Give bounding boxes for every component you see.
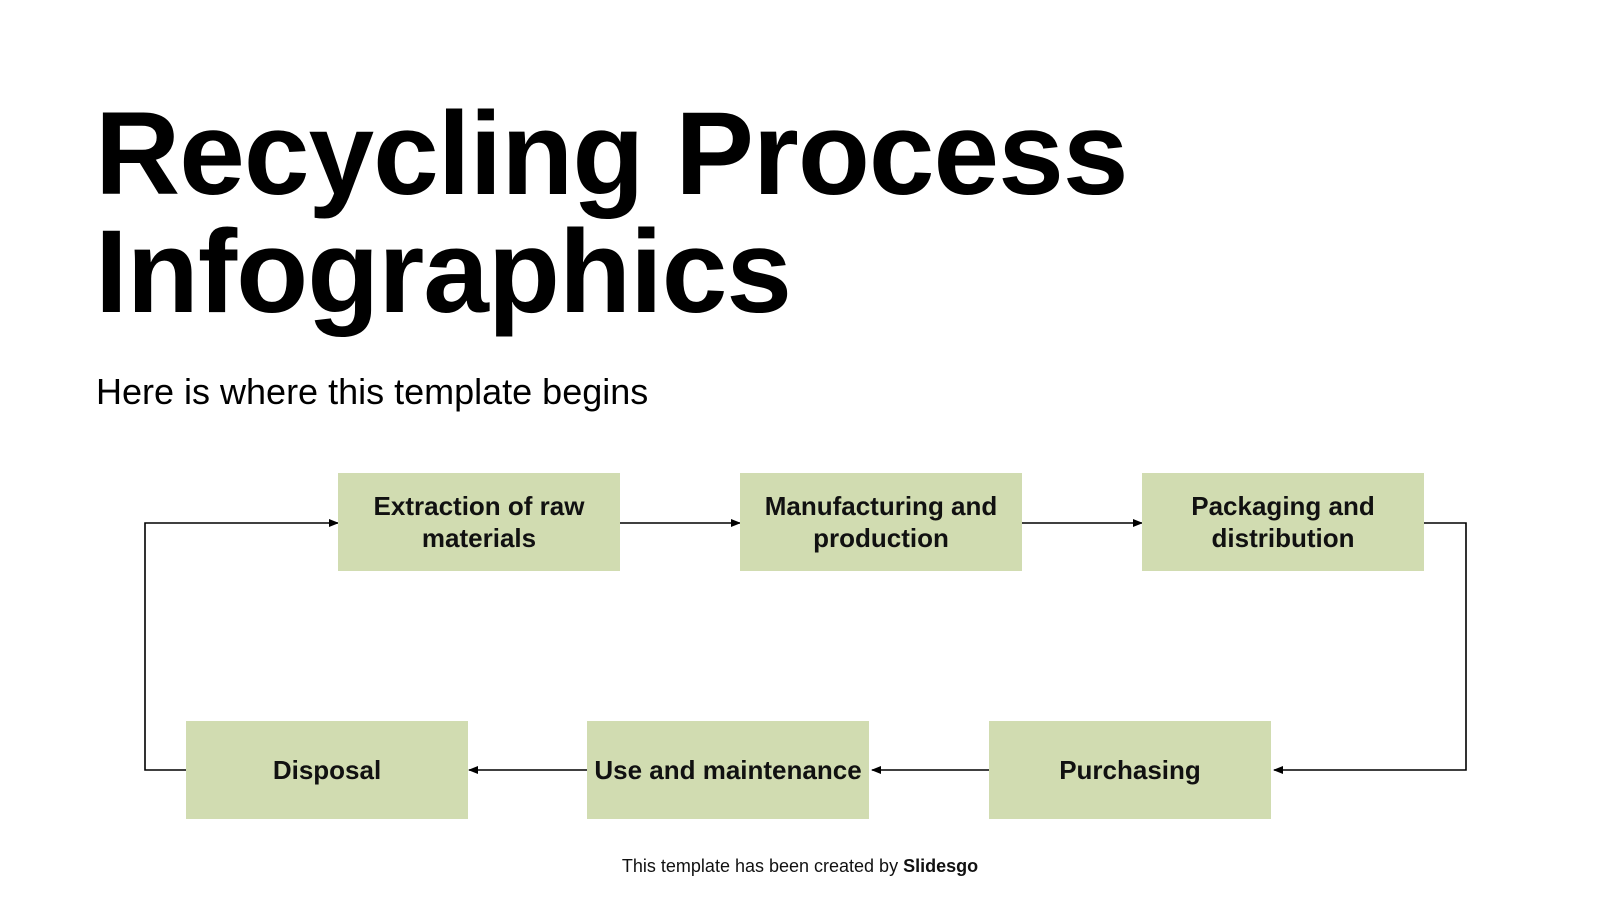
step-label: Extraction of raw materials (373, 491, 585, 553)
subtitle: Here is where this template begins (96, 371, 649, 412)
title-line-1: Recycling Process (95, 88, 1128, 220)
brand-link[interactable]: Slidesgo (903, 856, 979, 876)
step-use: Use and maintenance (587, 721, 869, 819)
step-purchasing: Purchasing (989, 721, 1271, 819)
footer-text: This template has been created by (621, 856, 904, 876)
step-disposal: Disposal (186, 721, 468, 819)
step-label: Disposal (272, 755, 382, 785)
step-packaging: Packaging and distribution (1142, 473, 1424, 571)
step-extraction: Extraction of raw materials (338, 473, 620, 571)
title-line-2: Infographics (95, 206, 792, 338)
step-label: Packaging and distribution (1191, 491, 1375, 553)
step-label: Manufacturing and production (764, 491, 998, 553)
footer-credit: This template has been created by Slides… (0, 856, 1600, 877)
step-manufacturing: Manufacturing and production (740, 473, 1022, 571)
step-label: Use and maintenance (594, 755, 862, 785)
page-title: Recycling Process Infographics (95, 88, 1128, 338)
step-label: Purchasing (1059, 755, 1201, 785)
